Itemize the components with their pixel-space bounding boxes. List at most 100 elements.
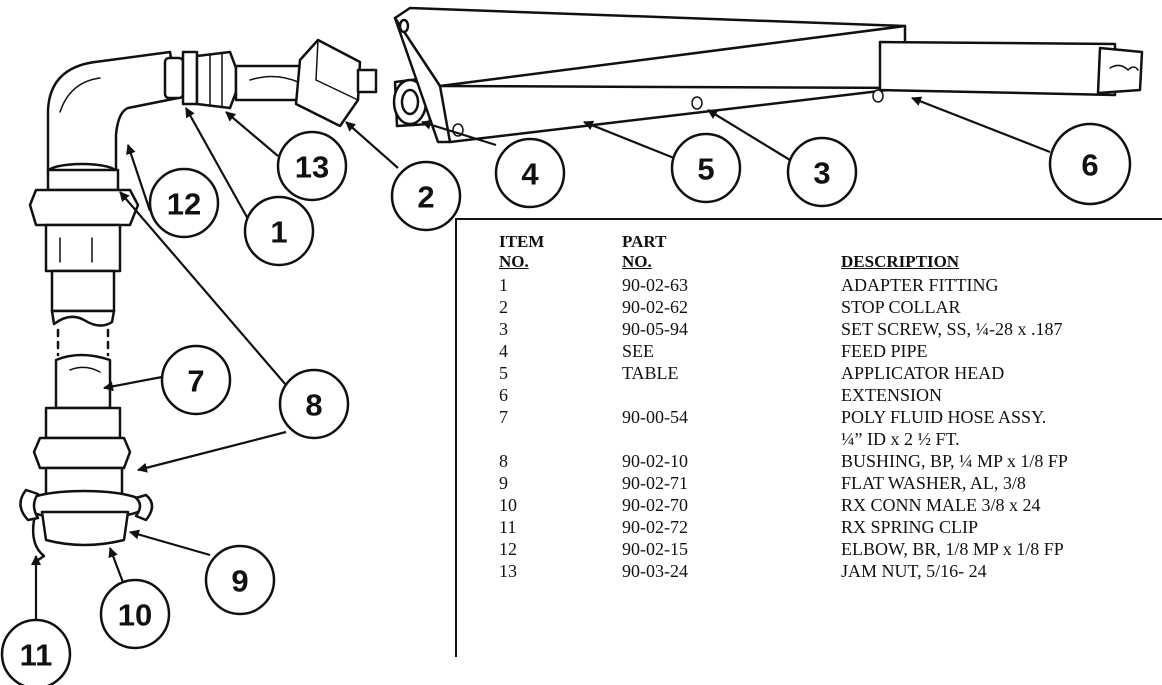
rx-connector-assembly: [19, 466, 154, 562]
item-header-top: ITEM: [499, 232, 545, 251]
callout-circle-10: [99, 578, 171, 650]
leader-line-12: [126, 144, 152, 212]
part-number: 90-02-72: [622, 517, 688, 537]
callout-number-2: 2: [417, 180, 434, 215]
leader-line-9: [129, 529, 211, 557]
adapter-fitting: [163, 50, 238, 110]
item-number: 7: [499, 407, 508, 427]
leader-line-6: [911, 96, 1051, 154]
item-number: 1: [499, 275, 508, 295]
leader-line-5: [583, 120, 675, 160]
callout-number-3: 3: [813, 156, 830, 191]
part-number: 90-03-24: [622, 561, 688, 581]
item-number: 13: [499, 561, 517, 581]
callout-number-13: 13: [295, 150, 329, 185]
callout-number-4: 4: [521, 157, 539, 192]
item-number: 2: [499, 297, 508, 317]
extension-tube: [878, 40, 1144, 97]
stop-collar: [294, 38, 378, 128]
callout-number-8: 8: [305, 388, 322, 423]
table-row: 6 EXTENSION: [457, 384, 1162, 406]
part-header-top: PART: [622, 232, 667, 251]
table-row: ¼” ID x 2 ½ FT.: [457, 428, 1162, 450]
callout-circle-1: [243, 195, 315, 267]
leader-line-8a: [119, 191, 287, 386]
callout-circle-12: [148, 167, 220, 239]
callout-number-11: 11: [20, 638, 53, 673]
part-number: SEE: [622, 341, 655, 361]
callout-circle-6: [1048, 122, 1132, 206]
part-number: 90-02-71: [622, 473, 688, 493]
callout-number-1: 1: [270, 215, 287, 250]
elbow-fitting: [46, 50, 180, 182]
feed-pipe-section: [234, 64, 302, 102]
callout-circle-4: [494, 137, 566, 209]
table-row: 13 90-03-24 JAM NUT, 5/16- 24: [457, 560, 1162, 582]
item-number: 4: [499, 341, 508, 361]
table-row: 8 90-02-10 BUSHING, BP, ¼ MP x 1/8 FP: [457, 450, 1162, 472]
part-description: STOP COLLAR: [841, 297, 961, 317]
part-description: FEED PIPE: [841, 341, 928, 361]
part-description: RX SPRING CLIP: [841, 517, 979, 537]
callout-number-5: 5: [697, 152, 714, 187]
callout-number-6: 6: [1081, 148, 1098, 183]
item-number: 10: [499, 495, 517, 515]
part-number: 90-02-63: [622, 275, 688, 295]
part-description: ELBOW, BR, 1/8 MP x 1/8 FP: [841, 539, 1064, 559]
table-row: 2 90-02-62 STOP COLLAR: [457, 296, 1162, 318]
table-row: 7 90-00-54 POLY FLUID HOSE ASSY.: [457, 406, 1162, 428]
item-number: 12: [499, 539, 517, 559]
table-row: 3 90-05-94 SET SCREW, SS, ¼-28 x .187: [457, 318, 1162, 340]
part-header-bottom: NO.: [622, 252, 652, 271]
part-description: RX CONN MALE 3/8 x 24: [841, 495, 1041, 515]
item-number: 11: [499, 517, 517, 537]
leader-line-8b: [137, 430, 287, 473]
item-header-bottom: NO.: [499, 252, 529, 271]
part-number: 90-02-62: [622, 297, 688, 317]
callout-circle-2: [390, 160, 462, 232]
part-number: 90-02-70: [622, 495, 688, 515]
part-description: BUSHING, BP, ¼ MP x 1/8 FP: [841, 451, 1068, 471]
table-row: 12 90-02-15 ELBOW, BR, 1/8 MP x 1/8 FP: [457, 538, 1162, 560]
callout-number-9: 9: [231, 564, 248, 599]
part-description: EXTENSION: [841, 385, 942, 405]
part-description: ¼” ID x 2 ½ FT.: [841, 429, 960, 449]
leader-line-10: [108, 547, 126, 586]
table-row: 10 90-02-70 RX CONN MALE 3/8 x 24: [457, 494, 1162, 516]
part-description: SET SCREW, SS, ¼-28 x .187: [841, 319, 1063, 339]
part-number: 90-02-15: [622, 539, 688, 559]
description-header: DESCRIPTION: [841, 252, 960, 271]
callout-circle-7: [160, 344, 232, 416]
callout-circle-8: [278, 368, 350, 440]
item-number: 8: [499, 451, 508, 471]
callout-number-12: 12: [167, 187, 201, 222]
table-row: 4 SEE FEED PIPE: [457, 340, 1162, 362]
callout-number-10: 10: [118, 598, 152, 633]
bushing-upper-stack: [28, 168, 140, 327]
callout-circle-5: [670, 132, 742, 204]
table-row: 9 90-02-71 FLAT WASHER, AL, 3/8: [457, 472, 1162, 494]
leader-line-4: [421, 119, 497, 147]
callout-circle-3: [786, 136, 858, 208]
leader-line-3: [707, 109, 791, 161]
part-number: TABLE: [622, 363, 679, 383]
part-number: 90-02-10: [622, 451, 688, 471]
part-number: 90-05-94: [622, 319, 688, 339]
part-description: ADAPTER FITTING: [841, 275, 999, 295]
leader-line-13: [225, 111, 279, 157]
callout-circle-11: [0, 618, 72, 685]
part-description: JAM NUT, 5/16- 24: [841, 561, 987, 581]
part-number: 90-00-54: [622, 407, 688, 427]
leader-line-7: [103, 375, 163, 392]
item-number: 9: [499, 473, 508, 493]
part-description: APPLICATOR HEAD: [841, 363, 1005, 383]
leader-line-1: [185, 107, 249, 220]
callout-number-7: 7: [187, 364, 204, 399]
table-row: 5 TABLE APPLICATOR HEAD: [457, 362, 1162, 384]
applicator-head: [393, 6, 907, 144]
callout-circle-13: [276, 130, 348, 202]
item-number: 6: [499, 385, 508, 405]
table-row: 1 90-02-63 ADAPTER FITTING: [457, 274, 1162, 296]
item-number: 3: [499, 319, 508, 339]
